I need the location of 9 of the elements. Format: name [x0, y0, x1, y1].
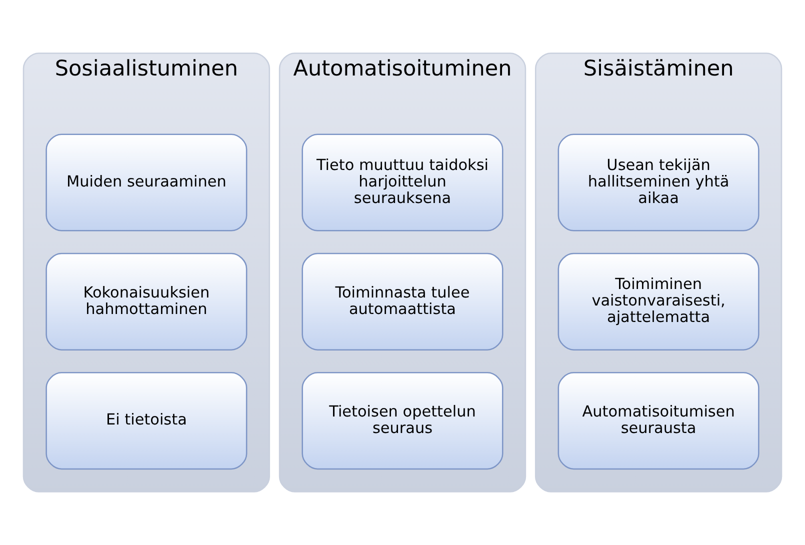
node-box: Muiden seuraaminen: [46, 134, 248, 232]
node-box: Usean tekijän hallitseminen yhtä aikaa: [558, 134, 760, 232]
node-box: Toiminnasta tulee automaattista: [302, 252, 504, 350]
node-box: Kokonaisuuksien hahmottaminen: [46, 252, 248, 350]
node-box: Toimiminen vaistonvaraisesti, ajattelematta: [558, 252, 760, 350]
node-box: Automatisoitumisen seurausta: [558, 372, 760, 470]
node-box: Ei tietoista: [46, 372, 248, 470]
node-box: Tieto muuttuu taidoksi harjoittelun seurauksena: [302, 134, 504, 232]
node-box: Tietoisen opettelun seuraus: [302, 372, 504, 470]
